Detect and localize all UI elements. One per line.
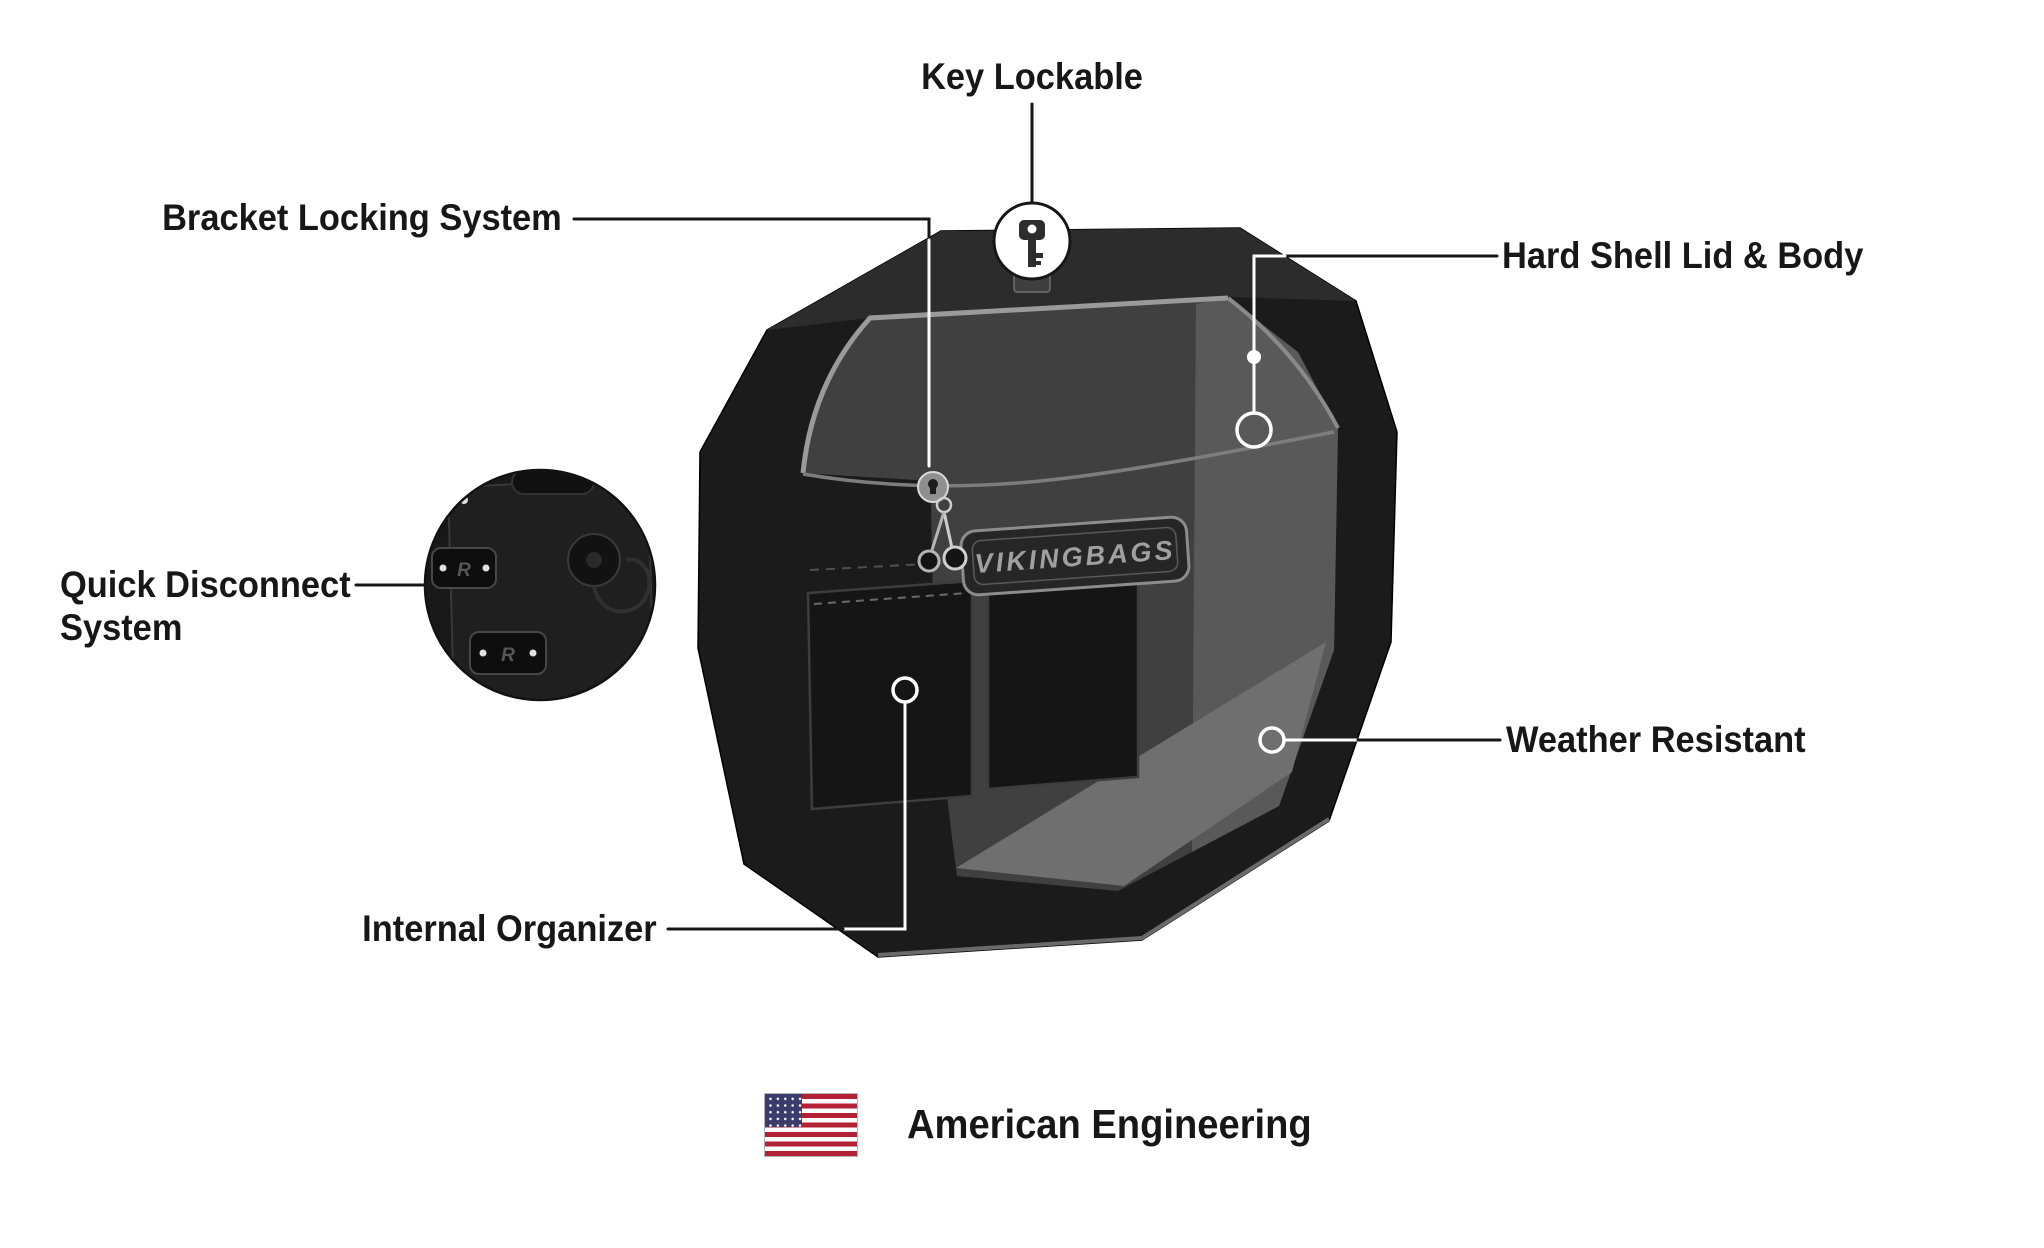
callout-label-internal-organizer: Internal Organizer [362, 908, 657, 949]
footer-american-engineering: American Engineering [907, 1101, 1312, 1147]
release-cable [592, 557, 652, 614]
organizer-pocket-right [986, 566, 1140, 791]
disconnect-clip-bottom: R [469, 631, 547, 675]
key-icon [1019, 220, 1045, 267]
connector-organizer-inner [841, 701, 907, 931]
cam-lock-center [586, 552, 602, 568]
us-flag-icon [764, 1093, 858, 1157]
connector-bracket-locking [572, 217, 931, 242]
saddlebag-illustration: VIKINGBAGS [697, 201, 1398, 958]
internal-organizer-pockets [806, 566, 1140, 811]
callout-label-key-lockable: Key Lockable [921, 56, 1143, 97]
clip-logo-mark: R [457, 560, 471, 581]
bag-bottom-edge [877, 817, 1331, 957]
keyhole-slot-stem [930, 484, 936, 494]
body-front-rim [802, 430, 1335, 488]
lid-rim-right [1226, 296, 1340, 429]
callout-label-hard-shell-lid-body: Hard Shell Lid & Body [1502, 235, 1864, 276]
pocket-hem-stitch [813, 592, 968, 605]
us-flag-canton [765, 1094, 802, 1128]
screw-icon [482, 564, 490, 572]
lid-rim-left-top [800, 295, 1229, 474]
vikingbags-badge: VIKINGBAGS [959, 515, 1191, 597]
callout-connectors [354, 102, 1502, 931]
screw-icon [479, 649, 487, 657]
disconnect-clip-left: R [431, 547, 497, 589]
bag-interior-floor [956, 642, 1326, 886]
organizer-pocket-left [806, 579, 974, 811]
hard-shell-marker-ring [1235, 411, 1273, 449]
screw-icon [439, 564, 447, 572]
screw-icon [529, 649, 537, 657]
callout-label-weather-resistant: Weather Resistant [1506, 719, 1806, 760]
bag-lid-top [767, 228, 1356, 330]
callout-label-bracket-locking-system: Bracket Locking System [162, 197, 562, 238]
bracket-keyhole [917, 471, 968, 573]
quick-disconnect-inset: R R [330, 375, 750, 795]
hanging-keys-icon [917, 496, 968, 573]
key-lockable-target [992, 201, 1072, 281]
callout-label-quick-disconnect-system: Quick Disconnect System [60, 564, 351, 648]
hard-shell-marker-dot [1247, 350, 1261, 364]
clip-logo-mark: R [501, 645, 515, 666]
